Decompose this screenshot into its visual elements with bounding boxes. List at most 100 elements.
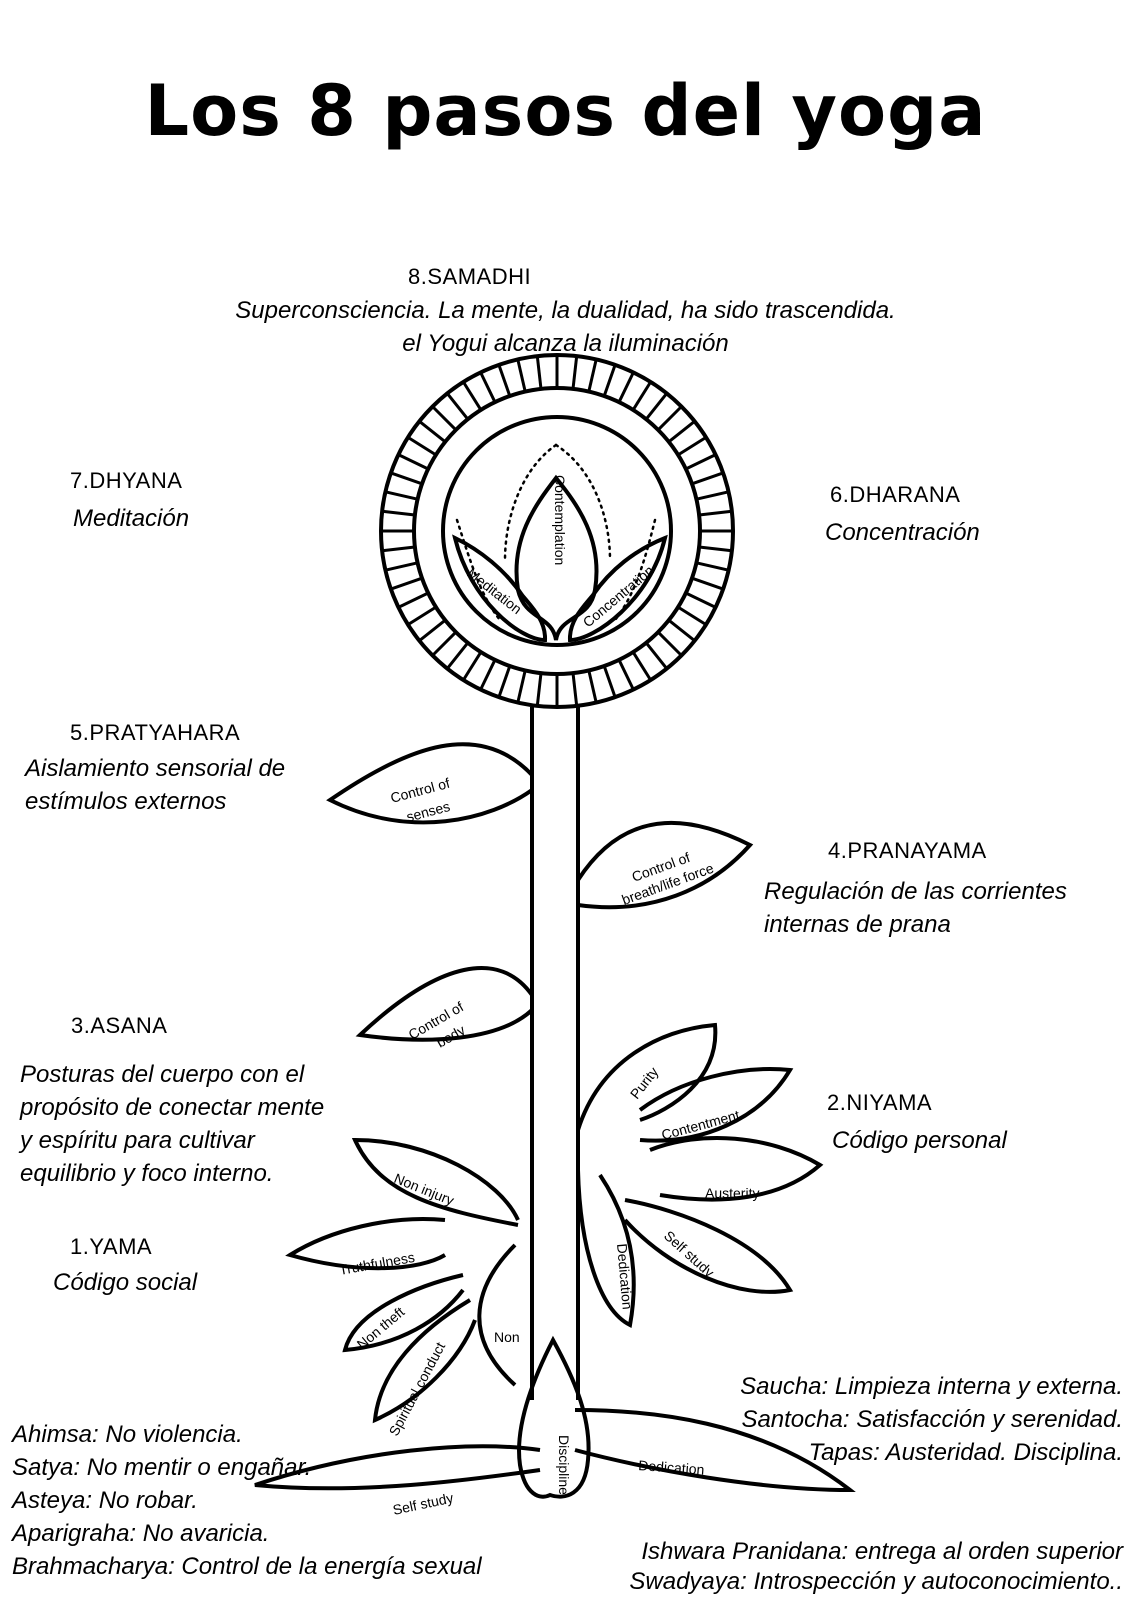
flower-head — [379, 353, 735, 709]
flower-ray-line — [418, 619, 447, 642]
yama-list-item: Aparigraha: No avaricia. — [12, 1520, 270, 1547]
niyama-list-item: Ishwara Pranidana: entrega al orden supe… — [641, 1538, 1123, 1565]
flower-ray-line — [381, 509, 416, 517]
flower-ray-line — [407, 605, 437, 626]
flower-ray-line — [657, 631, 683, 657]
flower-ray-line — [407, 436, 437, 457]
flower-ray-line — [571, 672, 579, 707]
dharana-desc: Concentración — [825, 519, 980, 546]
niyama-desc: Código personal — [832, 1127, 1007, 1154]
niyama-list-item: Swadyaya: Introspección y autoconocimien… — [629, 1568, 1123, 1595]
flower-ray-line — [631, 651, 652, 681]
yama-list-item: Asteya: No robar. — [12, 1487, 198, 1514]
petal-dedication — [576, 1169, 636, 1328]
flower-ray-line — [431, 405, 457, 431]
petal-non-theft — [342, 1273, 465, 1353]
flower-ray-line — [516, 670, 527, 703]
dotted-outline-far-left — [455, 518, 502, 622]
petal-spiritual-conduct — [372, 1298, 477, 1424]
yama-list-item: Ahimsa: No violencia. — [12, 1421, 243, 1448]
flower-ray-line — [685, 453, 717, 471]
label-truthfulness: Truthfulness — [338, 1249, 416, 1278]
label-purity: Purity — [627, 1064, 662, 1102]
flower-ray-line — [602, 665, 617, 698]
dharana-heading: 6.DHARANA — [830, 482, 961, 507]
label-self-study-right: Self study — [661, 1227, 717, 1280]
flower-ray-lines — [381, 355, 733, 707]
flower-ray-line — [691, 471, 724, 486]
flower-ray-line — [645, 641, 668, 670]
flower-ray-line — [462, 381, 483, 411]
flower-ray-line — [397, 591, 429, 609]
flower-ray-line — [462, 651, 483, 681]
flower-ray-line — [677, 605, 707, 626]
asana-desc-line-2: propósito de conectar mente — [20, 1094, 325, 1121]
flower-ray-line — [446, 641, 469, 670]
flower-ray-line — [691, 576, 724, 591]
label-discipline: Discipline — [556, 1435, 572, 1495]
niyama-heading: 2.NIYAMA — [827, 1090, 933, 1115]
flower-ray-line — [516, 359, 527, 392]
petal-austerity — [649, 1136, 824, 1202]
flower-ray-line — [390, 471, 423, 486]
flower-ray-line — [657, 405, 683, 431]
petal-contemplation — [514, 474, 599, 641]
label-austerity: Austerity — [705, 1185, 759, 1201]
label-dedication-petal: Dedication — [614, 1243, 636, 1310]
pranayama-desc-line-1: Regulación de las corrientes — [764, 878, 1067, 905]
asana-desc-line-4: equilibrio y foco interno. — [20, 1160, 274, 1187]
dotted-outline-right — [554, 443, 612, 562]
petal-non-injury — [351, 1137, 520, 1227]
pranayama-desc-line-2: internas de prana — [764, 911, 951, 938]
flower-ray-line — [446, 392, 469, 421]
flower-ray-line — [696, 490, 729, 501]
label-spiritual-conduct: Spiritual conduct — [386, 1339, 449, 1438]
yama-heading: 1.YAMA — [70, 1234, 153, 1259]
flower-ray-line — [631, 381, 652, 411]
flower-ray-line — [479, 371, 497, 403]
flower-ray-line — [698, 509, 733, 517]
flower-ray-line — [497, 665, 512, 698]
leaf-self-study-left — [254, 1444, 541, 1491]
flower-ray-line — [385, 561, 418, 572]
petal-contentment — [638, 1067, 794, 1143]
samadhi-heading: 8.SAMADHI — [408, 264, 532, 289]
flower-ray-line — [587, 359, 598, 392]
yama-list-item: Brahmacharya: Control de la energía sexu… — [12, 1553, 482, 1580]
flower-ray-line — [418, 420, 447, 443]
flower-ray-line — [431, 631, 457, 657]
flower-ray-line — [381, 545, 416, 553]
flower-ray-line — [677, 436, 707, 457]
asana-heading: 3.ASANA — [71, 1013, 168, 1038]
petal-self-study-right — [623, 1198, 794, 1294]
pratyahara-heading: 5.PRATYAHARA — [70, 720, 241, 745]
dotted-outline-left — [503, 443, 558, 562]
label-dedication-leaf: Dedication — [638, 1457, 705, 1478]
pranayama-heading: 4.PRANAYAMA — [828, 838, 987, 863]
flower-ray-line — [385, 490, 418, 501]
samadhi-desc-line-2: el Yogui alcanza la iluminación — [402, 330, 729, 357]
flower-ray-line — [667, 619, 696, 642]
niyama-list-item: Tapas: Austeridad. Disciplina. — [808, 1439, 1123, 1466]
yama-list-item: Satya: No mentir o engañar. — [12, 1454, 312, 1481]
pratyahara-desc-line-1: Aislamiento sensorial de — [25, 755, 286, 782]
petal-truthfulness — [285, 1217, 447, 1271]
yama-desc: Código social — [53, 1269, 198, 1296]
flower-ray-line — [587, 670, 598, 703]
asana-desc-line-3: y espíritu para cultivar — [20, 1127, 255, 1154]
flower-ray-line — [602, 364, 617, 397]
flower-ray-line — [696, 561, 729, 572]
flower-ray-line — [698, 545, 733, 553]
petal-purity — [576, 1022, 718, 1131]
flower-ray-line — [617, 659, 635, 691]
flower-ray-line — [617, 371, 635, 403]
label-contemplation: Contemplation — [552, 475, 568, 565]
dhyana-desc: Meditación — [73, 505, 190, 532]
flower-ray-line — [667, 420, 696, 443]
flower-ray-line — [479, 659, 497, 691]
dotted-outline-far-right — [613, 518, 657, 622]
flower-ray-line — [497, 364, 512, 397]
pratyahara-desc-line-2: estímulos externos — [25, 788, 227, 815]
samadhi-desc-line-1: Superconsciencia. La mente, la dualidad,… — [235, 297, 896, 324]
